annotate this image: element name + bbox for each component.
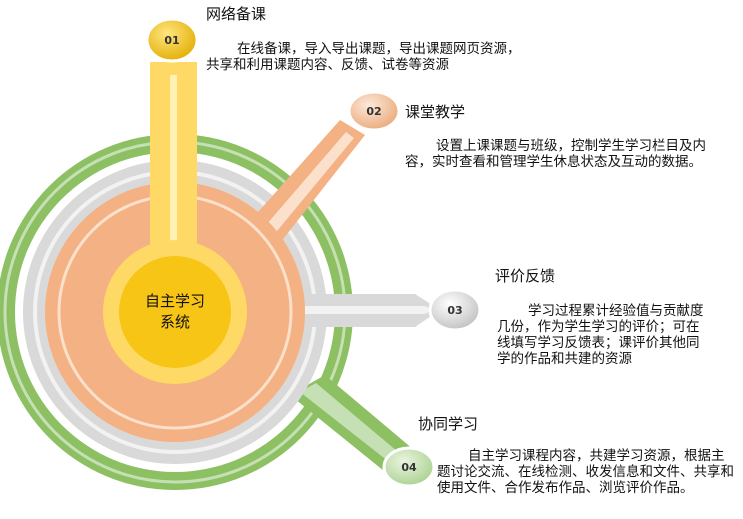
badge-02-label: 02 [366, 105, 381, 118]
arm-04-highlight [300, 383, 410, 472]
item-03-description: 学习过程累计经验值与贡献度几份，作为学生学习的评价；可在线填写学习反馈表；课评价… [497, 303, 704, 367]
arm-03-highlight [300, 306, 432, 314]
item-02-title: 课堂教学 [405, 103, 466, 121]
item-03-title: 评价反馈 [495, 267, 556, 285]
arm-02-highlight [248, 132, 354, 254]
badge-03 [428, 288, 482, 332]
center-label-line1: 自主学习 [145, 292, 205, 310]
center-label-line2: 系统 [160, 313, 190, 331]
item-01-title: 网络备课 [206, 5, 267, 23]
item-02-description: 设置上课课题与班级，控制学生学习栏目及内容，实时查看和管理学生休息状态及互动的数… [405, 138, 707, 170]
arm-01-highlight [170, 75, 177, 262]
badge-01 [145, 17, 199, 63]
item-04-description: 自主学习课程内容，共建学习资源，根据主题讨论交流、在线检测、收发信息和文件、共享… [437, 448, 734, 496]
badge-01-label: 01 [164, 34, 179, 47]
badge-04-label: 04 [401, 461, 417, 474]
badge-02 [347, 90, 401, 132]
badge-04 [382, 446, 436, 488]
badge-03-label: 03 [447, 304, 462, 317]
item-04-title: 协同学习 [418, 415, 479, 433]
center-core [119, 256, 231, 368]
item-01-description: 在线备课，导入导出课题，导出课题网页资源，共享和利用课题内容、反馈、试卷等资源 [206, 41, 521, 73]
